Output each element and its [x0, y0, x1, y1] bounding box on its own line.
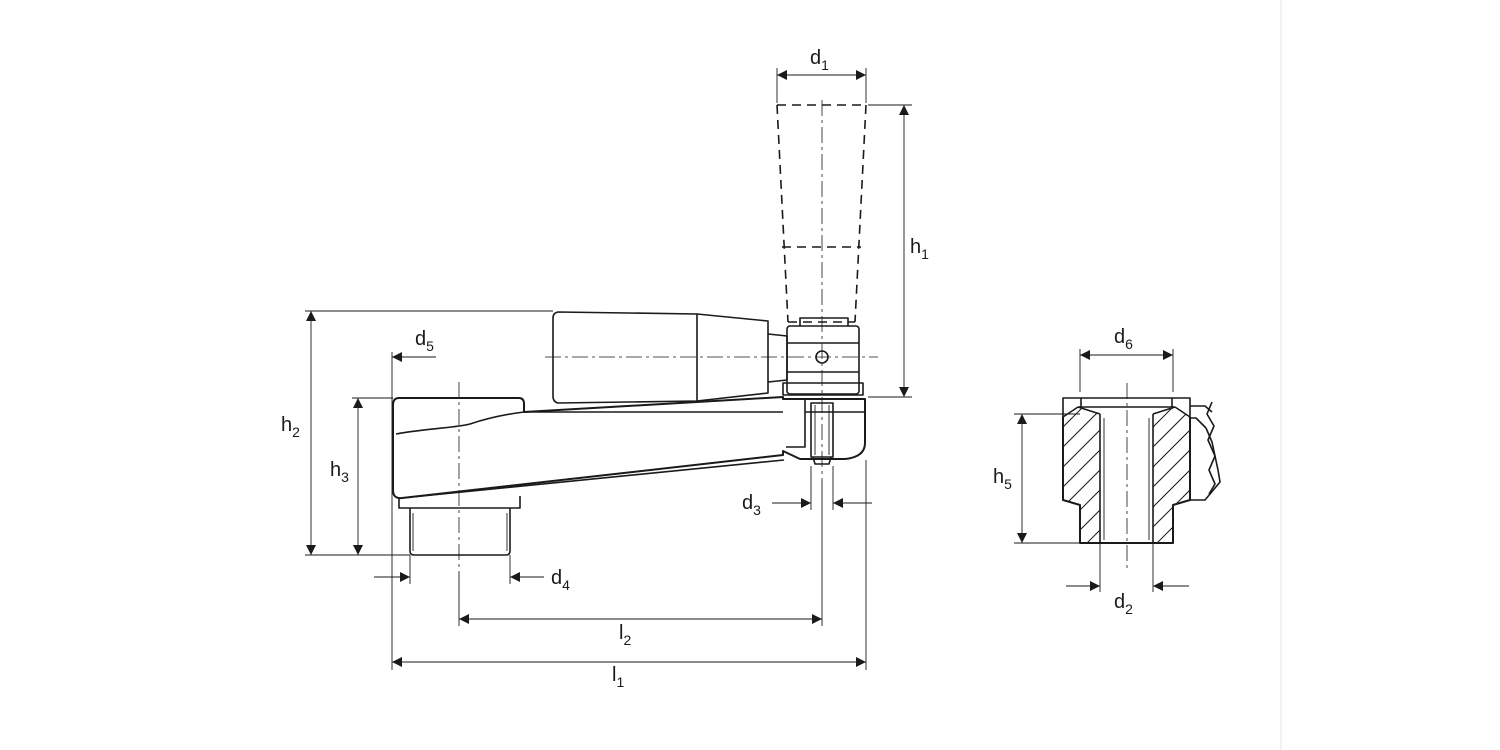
label-h1: h1: [910, 236, 929, 262]
label-h5: h5: [993, 466, 1012, 492]
hub-section-view: [1062, 397, 1221, 544]
section-hatch-left: [1063, 407, 1100, 543]
pivot-head: [782, 317, 864, 396]
crank-arm: [392, 396, 866, 500]
extension-lines: [305, 68, 1174, 670]
label-d1: d1: [810, 47, 829, 73]
label-d3: d3: [742, 492, 761, 518]
dimension-labels: d1 h1 h2 h3 d5 d4 d3 l2 l1 d6 h5 d2: [281, 47, 1133, 690]
label-d5: d5: [415, 328, 434, 354]
folded-grip: [552, 311, 788, 404]
hub-sleeve: [398, 496, 521, 556]
label-h2: h2: [281, 414, 300, 440]
label-h3: h3: [330, 459, 349, 485]
label-l1: l1: [612, 664, 624, 690]
upright-grip-outline: [776, 104, 867, 323]
label-d4: d4: [551, 567, 570, 593]
dimension-lines: [306, 70, 1189, 667]
crank-handle-side-view: [392, 104, 867, 556]
center-lines: [458, 100, 1128, 572]
label-d6: d6: [1114, 326, 1133, 352]
label-l2: l2: [619, 622, 631, 648]
label-d2: d2: [1114, 591, 1133, 617]
